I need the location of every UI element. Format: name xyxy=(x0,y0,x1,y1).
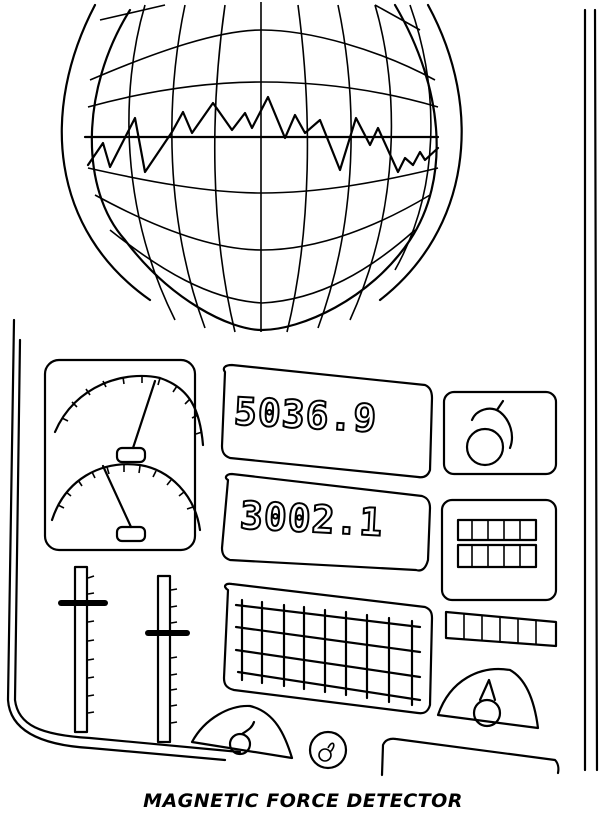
bottom-readout-value: 3002.1 xyxy=(238,492,385,545)
left-slider xyxy=(58,565,108,734)
upper-gauge-needle xyxy=(131,379,157,450)
readout-frames xyxy=(220,363,434,572)
single-row-button-bank xyxy=(444,610,558,648)
right-slider-handle xyxy=(145,630,190,636)
waveform-trace xyxy=(86,95,440,174)
caption-title: MAGNETIC FORCE DETECTOR xyxy=(143,790,463,812)
top-right-knob-box xyxy=(442,390,558,476)
top-readout-value: 5036.9 xyxy=(232,388,379,441)
globe-scope xyxy=(60,2,463,333)
bottom-center-knob xyxy=(190,704,294,760)
right-panel-edge xyxy=(583,8,599,772)
bottom-right-knob xyxy=(436,668,540,730)
small-round-knob xyxy=(308,730,348,770)
lower-gauge-needle xyxy=(101,464,133,529)
two-row-button-bank xyxy=(440,498,558,602)
gauge-panel xyxy=(43,358,205,552)
left-slider-handle xyxy=(58,600,108,606)
grid-screen xyxy=(222,582,434,715)
bottom-right-partial-panel xyxy=(380,737,560,777)
left-panel-frame xyxy=(6,318,242,762)
right-slider xyxy=(145,574,190,744)
